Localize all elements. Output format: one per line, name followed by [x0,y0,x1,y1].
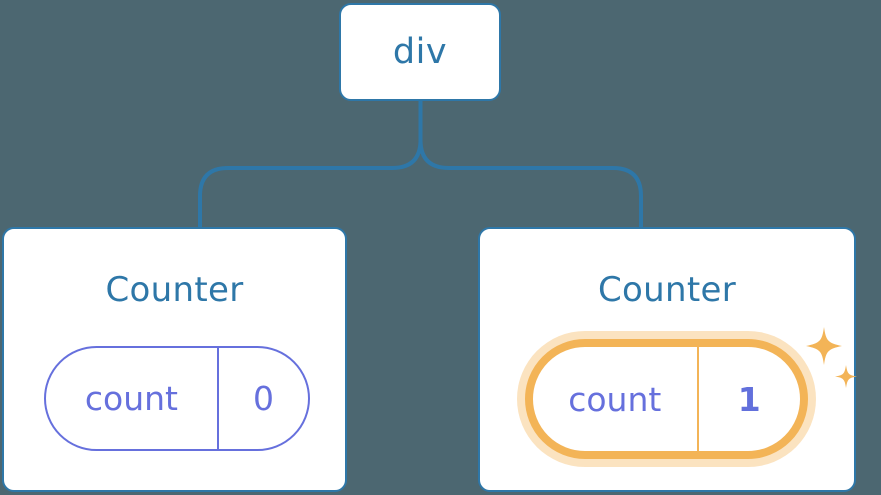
sparkle-icon [835,365,857,388]
node-counter-left-title: Counter [105,270,244,310]
state-pill-right-value: 1 [737,379,761,419]
state-pill-left-value: 0 [252,379,274,418]
node-counter-right[interactable]: Counter count 1 [478,227,857,492]
state-pill-left[interactable]: count 0 [44,346,310,451]
state-pill-left-key: count [46,348,219,449]
node-root-label: div [392,31,448,72]
state-pill-right[interactable]: count 1 [525,339,808,459]
state-pill-left-body: count 0 [44,346,310,451]
state-pill-right-body: count 1 [525,339,808,459]
state-pill-right-key: count [533,347,699,451]
node-root-div[interactable]: div [339,3,501,101]
node-counter-left[interactable]: Counter count 0 [2,227,347,492]
sparkle-group [802,325,862,397]
sparkle-icon [806,327,842,365]
node-counter-right-title: Counter [598,270,736,310]
